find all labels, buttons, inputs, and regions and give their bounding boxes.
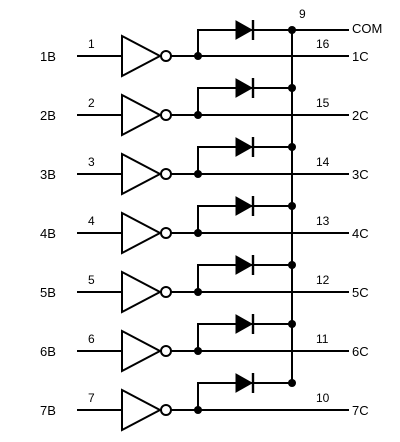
com-pin-number: 9 — [299, 7, 306, 21]
com-label: COM — [352, 21, 382, 36]
input-pin-4: 4 — [88, 214, 95, 228]
input-label-7: 7B — [40, 403, 56, 418]
wires — [77, 29, 349, 411]
inverter-gate-3 — [121, 152, 163, 196]
output-label-5: 5C — [352, 285, 369, 300]
bus-junction-7 — [288, 379, 296, 387]
bus-junction-4 — [288, 202, 296, 210]
output-label-1: 1C — [352, 49, 369, 64]
output-pin-7: 10 — [316, 391, 330, 405]
diode-1 — [235, 20, 254, 40]
output-pin-1: 16 — [316, 37, 330, 51]
input-label-4: 4B — [40, 226, 56, 241]
output-pin-6: 11 — [316, 332, 329, 346]
output-label-6: 6C — [352, 344, 369, 359]
input-label-2: 2B — [40, 108, 56, 123]
diode-5 — [235, 255, 254, 275]
inverter-bubble-6 — [160, 345, 172, 357]
junction-node-4 — [194, 229, 202, 237]
inverter-bubble-7 — [160, 404, 172, 416]
inverter-bubble-1 — [160, 50, 172, 62]
output-label-4: 4C — [352, 226, 369, 241]
inverter-gate-6 — [121, 329, 163, 373]
inverter-bubble-5 — [160, 286, 172, 298]
output-pin-2: 15 — [316, 96, 330, 110]
junction-node-7 — [194, 406, 202, 414]
diode-3 — [235, 137, 254, 157]
input-pin-5: 5 — [88, 273, 95, 287]
junction-node-3 — [194, 170, 202, 178]
output-pin-4: 13 — [316, 214, 330, 228]
output-label-7: 7C — [352, 403, 369, 418]
output-pin-5: 12 — [316, 273, 330, 287]
bus-junction-5 — [288, 261, 296, 269]
junction-node-1 — [194, 52, 202, 60]
bus-junction-1 — [288, 26, 296, 34]
inverter-gate-1 — [121, 34, 163, 78]
input-pin-1: 1 — [88, 37, 95, 51]
inverter-bubble-3 — [160, 168, 172, 180]
output-label-3: 3C — [352, 167, 369, 182]
input-pin-6: 6 — [88, 332, 95, 346]
junction-node-5 — [194, 288, 202, 296]
input-pin-7: 7 — [88, 391, 95, 405]
inverter-gate-7 — [121, 388, 163, 432]
junction-node-6 — [194, 347, 202, 355]
bus-junction-6 — [288, 320, 296, 328]
inverter-gate-5 — [121, 270, 163, 314]
inverter-gate-4 — [121, 211, 163, 255]
inverter-bubble-4 — [160, 227, 172, 239]
diode-4 — [235, 196, 254, 216]
bus-junction-2 — [288, 84, 296, 92]
junction-node-2 — [194, 111, 202, 119]
input-label-1: 1B — [40, 49, 56, 64]
input-label-3: 3B — [40, 167, 56, 182]
input-pin-2: 2 — [88, 96, 95, 110]
input-label-6: 6B — [40, 344, 56, 359]
diode-2 — [235, 78, 254, 98]
inverter-gate-2 — [121, 93, 163, 137]
diode-6 — [235, 314, 254, 334]
input-label-5: 5B — [40, 285, 56, 300]
output-label-2: 2C — [352, 108, 369, 123]
components — [121, 20, 296, 432]
input-pin-3: 3 — [88, 155, 95, 169]
inverter-bubble-2 — [160, 109, 172, 121]
bus-junction-3 — [288, 143, 296, 151]
diode-7 — [235, 373, 254, 393]
output-pin-3: 14 — [316, 155, 330, 169]
